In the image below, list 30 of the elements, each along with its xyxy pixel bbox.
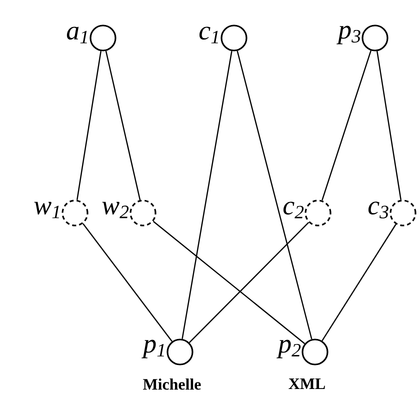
node-circle	[390, 200, 416, 226]
node-label: c$_{3}$	[368, 202, 388, 218]
connector-line	[152, 220, 306, 344]
connector-line	[376, 51, 402, 200]
node-label: p$_{1}$	[142, 340, 164, 358]
node-label: w$_{1}$	[34, 202, 59, 218]
node-label: c$_{2}$	[283, 202, 304, 218]
node-circle	[302, 338, 328, 366]
connector-line	[188, 222, 310, 343]
node-label: w$_{2}$	[102, 202, 129, 218]
node-circle	[304, 200, 332, 226]
connector-line	[322, 50, 372, 201]
connector-line	[105, 50, 141, 200]
node-label: c$_{1}$	[199, 26, 218, 44]
node-label: a$_{1}$	[66, 26, 87, 44]
node-label: p$_{3}$	[336, 26, 360, 44]
node-circle	[130, 200, 156, 226]
node-circle	[62, 200, 88, 226]
node-caption: XML	[288, 378, 325, 389]
node-label: p$_{2}$	[276, 340, 301, 358]
connector-line	[236, 50, 312, 340]
node-circle	[90, 24, 116, 52]
connector-line	[182, 51, 232, 339]
node-caption: Michelle	[143, 378, 201, 390]
node-circle	[362, 24, 388, 52]
node-circle	[220, 24, 248, 52]
connector-line	[322, 224, 396, 342]
connector-line	[82, 223, 172, 342]
node-circle	[166, 338, 194, 366]
connector-line	[76, 51, 102, 200]
